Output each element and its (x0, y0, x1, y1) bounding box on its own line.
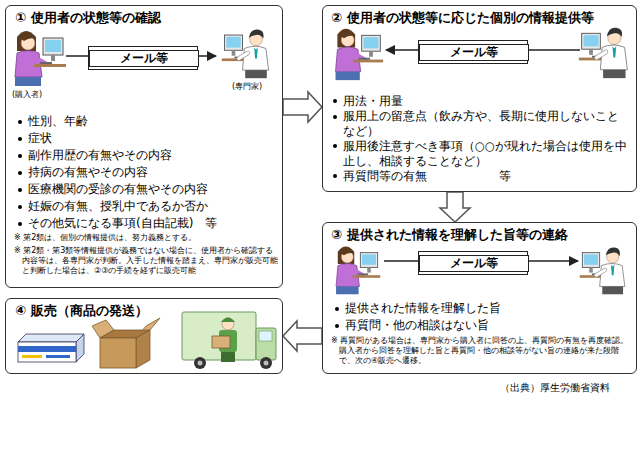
expert-icon (222, 30, 269, 79)
step-panel: メール等 ② 使用者の状態等に応じた個別の情報提供等用法・用量服用上の留意点（飲み… (322, 5, 637, 192)
expert-icon (579, 28, 628, 78)
expert-icon (580, 247, 625, 294)
step-panel: ④ 販売（商品の発送） (5, 298, 283, 374)
role-caption: (専門家) (232, 82, 262, 92)
bullet-dot (18, 154, 22, 158)
note-text: ※ 第2類は、個別の情報提供は、努力義務とする。 (14, 233, 278, 243)
mail-box: メール等 (88, 46, 198, 70)
mail-box: メール等 (418, 251, 528, 275)
panel-title: ③ 提供された情報を理解した旨等の連絡 (331, 227, 631, 243)
bullet-item: 持病の有無やその内容 (28, 165, 278, 180)
flow-arrow (440, 192, 470, 222)
bullet-dot (18, 188, 22, 192)
mail-label: メール等 (419, 44, 529, 61)
mail-label: メール等 (89, 50, 199, 67)
step-panel: メール等 ① 使用者の状態等の確認性別、年齢症状副作用歴の有無やその内容持病の有無… (5, 5, 283, 288)
bullet-item: 服用上の留意点（飲み方や、長期に使用しないことなど） (343, 109, 630, 138)
bullet-dot (333, 115, 337, 119)
bullet-dot (335, 307, 339, 311)
mail-box: メール等 (418, 40, 528, 64)
bullet-item: 症状 (28, 131, 278, 146)
bullet-dot (335, 324, 339, 328)
bullet-item: 医療機関の受診の有無やその内容 (28, 182, 278, 197)
mail-label: メール等 (419, 255, 529, 272)
buyer-icon (336, 29, 384, 80)
bullet-dot (18, 137, 22, 141)
bullet-item: 再質問・他の相談はない旨 (345, 318, 630, 333)
bullet-item: 再質問等の有無 等 (343, 169, 630, 183)
note-text: ※ 第2類・第3類等情報提供が義務ではない場合に、使用者から確認する内容等は、各… (14, 246, 278, 276)
bullet-dot (18, 205, 22, 209)
source-note: （出典）厚生労働省資料 (500, 382, 610, 394)
panel-title: ① 使用者の状態等の確認 (15, 10, 277, 26)
bullet-item: 妊娠の有無、授乳中であるか否か (28, 199, 278, 214)
bullet-item: 提供された情報を理解した旨 (345, 301, 630, 316)
bullet-dot (333, 174, 337, 178)
bullet-dot (18, 120, 22, 124)
cardboard-box (92, 318, 160, 368)
bullet-dot (333, 144, 337, 148)
delivery-person (212, 318, 237, 363)
bullet-item: 用法・用量 (343, 94, 630, 108)
bullet-dot (333, 99, 337, 103)
bullet-item: その他気になる事項(自由記載) 等 (28, 216, 278, 231)
bullet-item: 服用後注意すべき事項（○○が現れた場合は使用を中止し、相談することなど） (343, 139, 630, 168)
bullet-item: 副作用歴の有無やその内容 (28, 148, 278, 163)
delivery-truck (182, 312, 276, 369)
bullet-item: 性別、年齢 (28, 114, 278, 129)
flow-arrow (283, 321, 322, 351)
buyer-icon (15, 31, 66, 86)
bullet-dot (18, 171, 22, 175)
bullet-dot (18, 222, 22, 226)
note-text: ※ 再質問がある場合は、専門家から購入者に回答の上、再質問の有無を再度確認。購入… (331, 336, 631, 366)
panel-title: ④ 販売（商品の発送） (15, 303, 277, 319)
flow-arrow (283, 92, 322, 122)
step-panel: メール等 ③ 提供された情報を理解した旨等の連絡提供された情報を理解した旨再質問・… (322, 222, 637, 374)
buyer-icon (336, 247, 380, 295)
medicine-box (18, 334, 84, 362)
role-caption: (購入者) (12, 90, 42, 100)
panel-title: ② 使用者の状態等に応じた個別の情報提供等 (331, 10, 631, 26)
